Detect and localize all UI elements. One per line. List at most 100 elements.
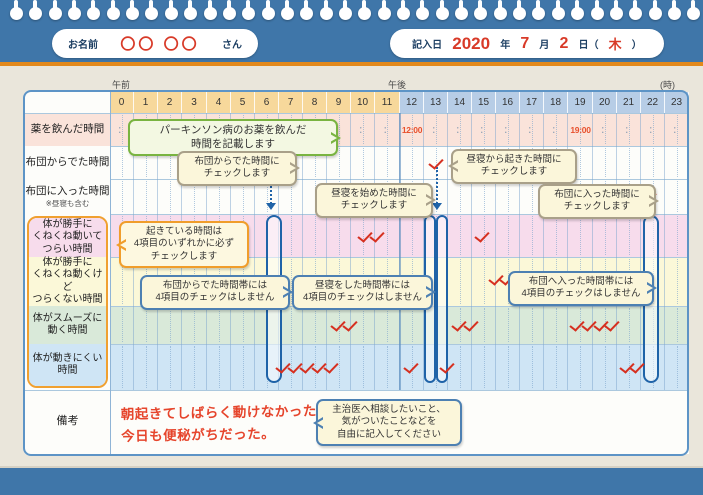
grid-cell — [134, 344, 158, 390]
medicine-time-placeholder: ： — [117, 125, 127, 135]
half-hour-gridline — [243, 181, 244, 212]
medicine-time-cell: ： — [327, 113, 351, 146]
hour-header-cell: 4 — [207, 92, 231, 113]
medicine-time-cell: ： — [448, 113, 472, 146]
grid-cell — [134, 146, 158, 179]
hour-header-cell: 10 — [351, 92, 375, 113]
hour-header-cell: 7 — [279, 92, 303, 113]
grid-cell — [472, 344, 496, 390]
half-hour-gridline — [146, 346, 147, 388]
half-hour-gridline — [219, 346, 220, 388]
half-hour-gridline — [339, 216, 340, 255]
binder-ring-icon — [280, 0, 294, 20]
grid-cell — [520, 214, 544, 257]
medicine-time-placeholder: ： — [648, 125, 658, 135]
bubble-line: 布団からでた時間に — [194, 156, 280, 167]
binder-ring-icon — [10, 0, 23, 20]
grid-cell — [472, 113, 496, 146]
half-hour-gridline — [605, 216, 606, 255]
half-hour-gridline — [146, 148, 147, 177]
grid-cell — [110, 179, 134, 214]
binder-ring-icon — [338, 0, 352, 20]
grid-cell — [207, 306, 231, 344]
binder-ring-icon — [29, 0, 43, 20]
row-label-into-bed-note: ※昼寝も含む — [45, 198, 90, 208]
half-hour-gridline — [122, 308, 123, 342]
grid-cell — [351, 344, 375, 390]
bubble-line: 昼寝をした時間帯には — [314, 280, 410, 291]
half-hour-gridline — [146, 181, 147, 212]
half-hour-gridline — [122, 181, 123, 212]
name-label: お名前 — [68, 40, 98, 51]
half-hour-gridline — [387, 216, 388, 255]
half-hour-gridline — [677, 115, 678, 144]
row-label-medicine: 薬を飲んだ時間 — [25, 113, 110, 146]
half-hour-gridline — [556, 216, 557, 255]
half-hour-gridline — [339, 308, 340, 342]
footer-band — [0, 466, 703, 495]
half-hour-gridline — [580, 115, 581, 144]
name-value: 〇〇 〇〇 — [120, 36, 200, 53]
half-hour-gridline — [460, 181, 461, 212]
grid-cell — [400, 113, 424, 146]
medicine-time-placeholder: ： — [503, 125, 513, 135]
grid-cell — [207, 179, 231, 214]
grid-cell — [400, 146, 424, 179]
binder-ring-icon — [493, 0, 507, 20]
medicine-time-placeholder: ： — [479, 125, 489, 135]
hour-header-cell: 23 — [665, 92, 689, 113]
half-hour-gridline — [556, 115, 557, 144]
bubble-line: 自由に記入してください — [337, 428, 441, 440]
half-hour-gridline — [484, 216, 485, 255]
grid-cell — [641, 214, 665, 257]
medicine-time-value: 19:00 — [570, 124, 591, 135]
bubble-line: 4項目のチェックはしません — [155, 292, 275, 304]
bubble-line: チェックします — [563, 201, 631, 213]
binder-ring-icon — [126, 0, 140, 20]
half-hour-gridline — [605, 308, 606, 342]
pm-axis-label: 午後 — [388, 80, 407, 90]
half-hour-gridline — [605, 346, 606, 388]
binder-ring-icon — [48, 0, 62, 20]
half-hour-gridline — [653, 115, 654, 144]
binder-ring-icon — [222, 0, 236, 20]
grid-cell — [617, 344, 641, 390]
medicine-time-placeholder: ： — [358, 125, 368, 135]
medicine-time-cell: ： — [544, 113, 568, 146]
row-label-stiff: 体が動きにくい時間 — [29, 344, 106, 386]
half-hour-gridline — [339, 148, 340, 177]
name-suffix: さん — [221, 40, 242, 51]
grid-cell — [496, 214, 520, 257]
binder-ring-icon — [551, 0, 565, 20]
binder-ring-icon — [532, 0, 546, 20]
half-hour-gridline — [243, 346, 244, 388]
grid-cell — [327, 306, 351, 344]
grid-cell — [496, 179, 520, 214]
half-hour-gridline — [315, 308, 316, 342]
half-hour-gridline — [629, 148, 630, 177]
grid-cell — [400, 306, 424, 344]
medicine-time-placeholder: ： — [551, 125, 561, 135]
medicine-time-placeholder: ： — [455, 125, 465, 135]
hour-unit-label: (時) — [660, 80, 675, 90]
half-hour-gridline — [387, 148, 388, 177]
medicine-time-cell: ： — [617, 113, 641, 146]
bubble-line: 主治医へ相談したいこと、 — [332, 404, 446, 415]
medicine-time-placeholder: ： — [600, 125, 610, 135]
medicine-time-cell: ： — [472, 113, 496, 146]
half-hour-gridline — [363, 346, 364, 388]
half-hour-gridline — [508, 115, 509, 144]
grid-cell — [544, 113, 568, 146]
half-hour-gridline — [484, 259, 485, 304]
grid-cell — [351, 214, 375, 257]
row-label-medicine-text: 薬を飲んだ時間 — [30, 122, 105, 135]
remarks-line: 今日も便秘がちだった。 — [121, 426, 276, 445]
half-hour-gridline — [580, 216, 581, 255]
grid-cell — [593, 214, 617, 257]
grid-cell — [496, 306, 520, 344]
half-hour-gridline — [315, 346, 316, 388]
half-hour-gridline — [677, 148, 678, 177]
grid-cell — [327, 214, 351, 257]
